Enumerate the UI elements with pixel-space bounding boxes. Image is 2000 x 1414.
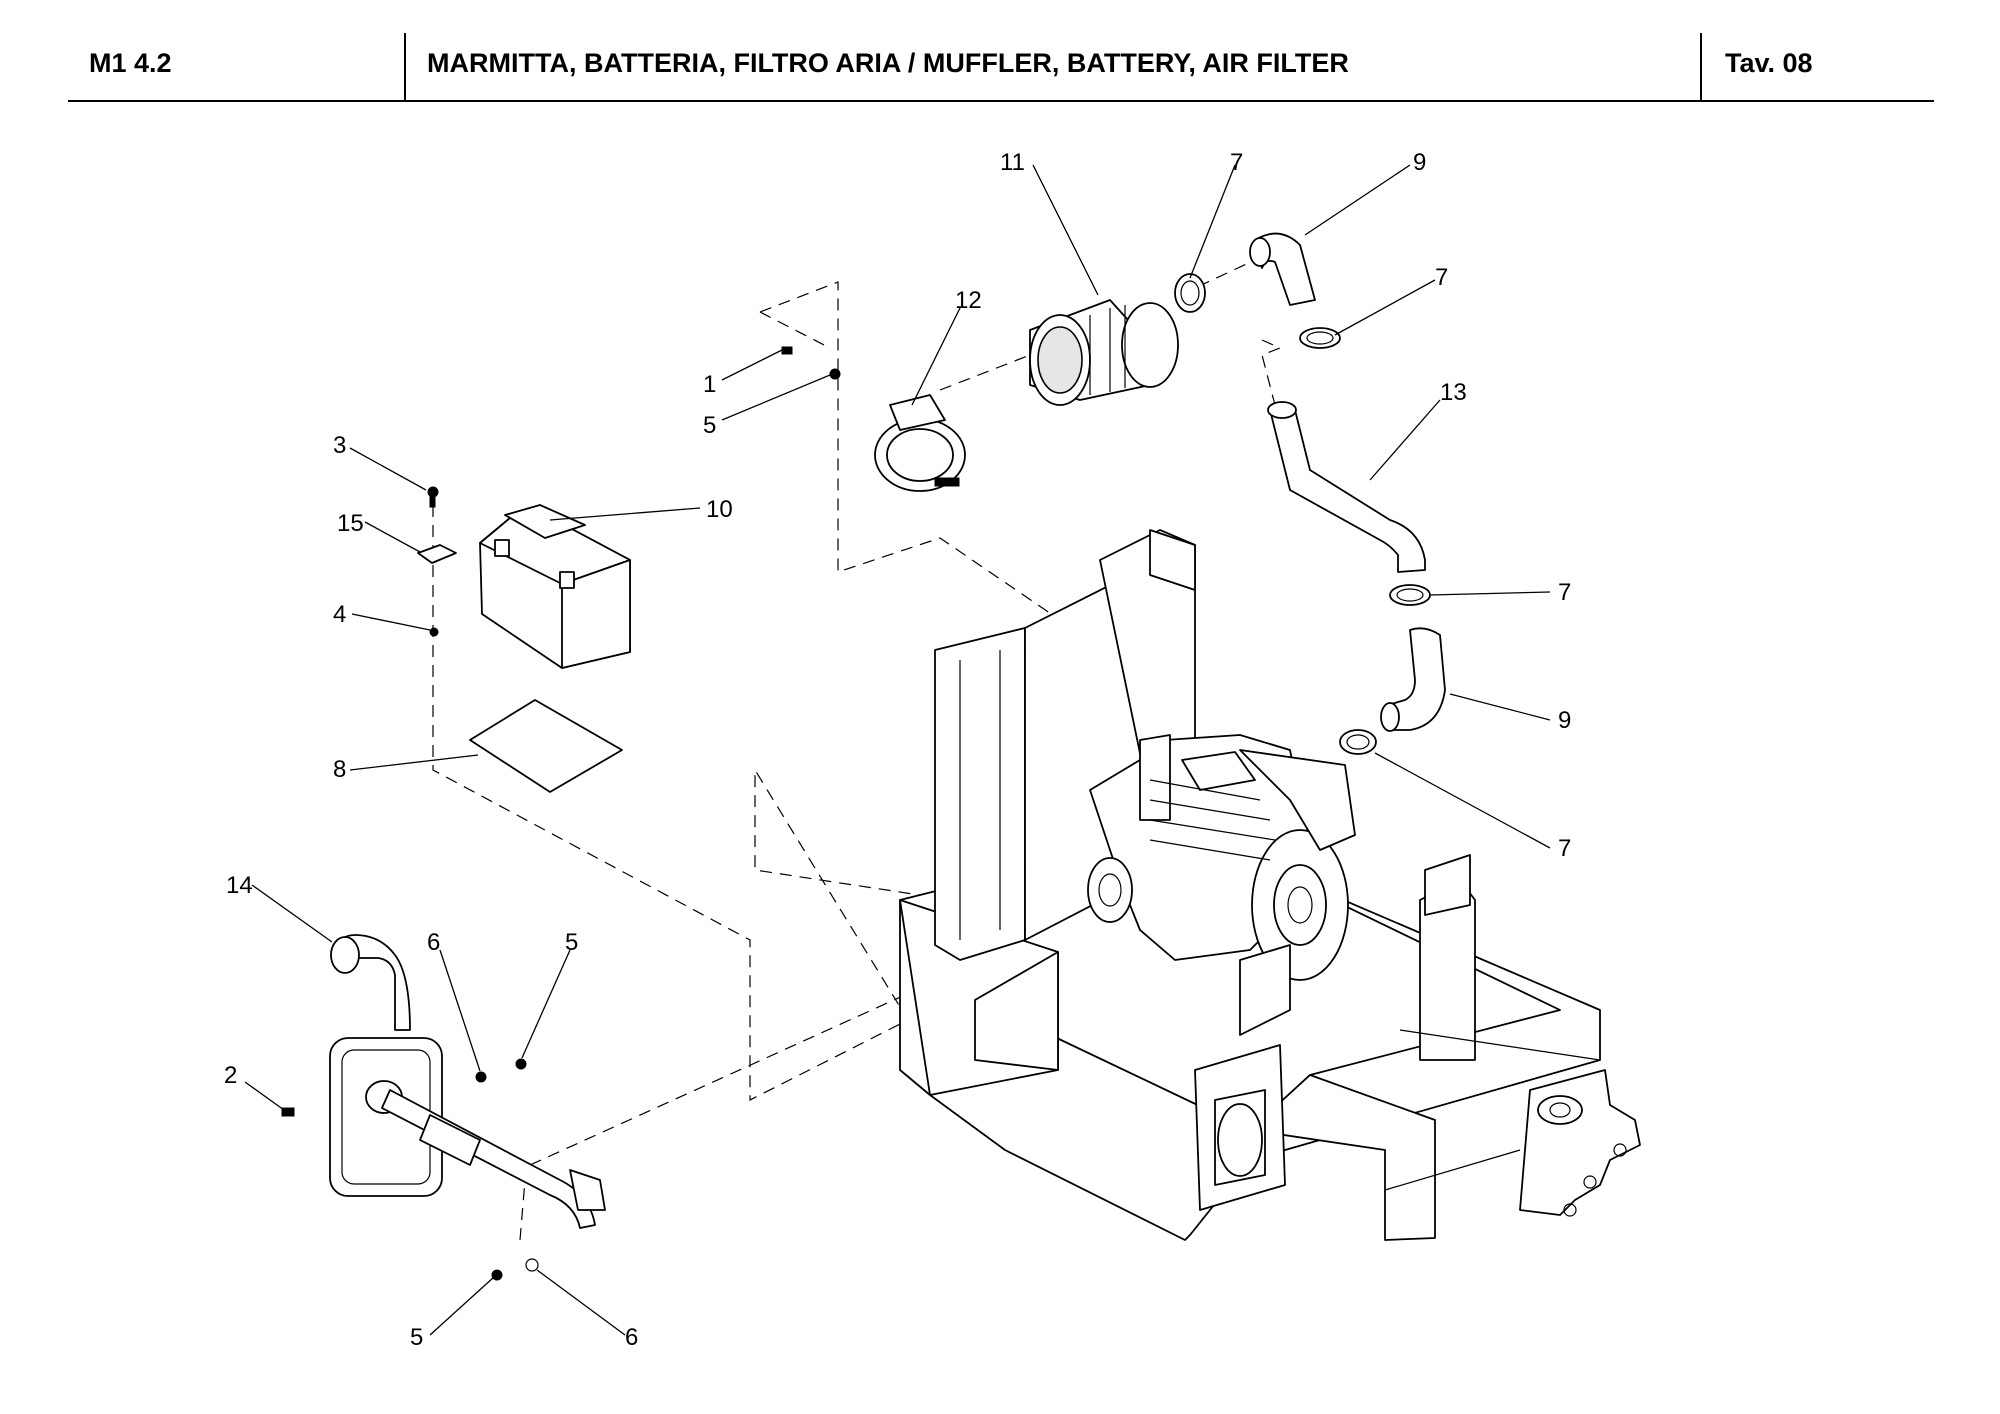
callout-8: 8 <box>333 756 346 783</box>
page-header: M1 4.2 MARMITTA, BATTERIA, FILTRO ARIA /… <box>0 0 2000 104</box>
intake-hose <box>1267 401 1426 573</box>
air-filter-bracket <box>781 346 966 492</box>
muffler <box>281 934 606 1281</box>
page-title: MARMITTA, BATTERIA, FILTRO ARIA / MUFFLE… <box>427 48 1349 78</box>
callout-7: 7 <box>1558 579 1571 606</box>
callout-12: 12 <box>955 287 982 314</box>
callout-6: 6 <box>427 929 440 956</box>
callout-9: 9 <box>1413 149 1426 176</box>
callout-15: 15 <box>337 510 364 537</box>
callout-7: 7 <box>1435 264 1448 291</box>
hose-clamps <box>1174 273 1431 755</box>
header-divider <box>1700 33 1702 100</box>
callout-3: 3 <box>333 432 346 459</box>
callout-14: 14 <box>226 872 253 899</box>
battery-clamp-hardware <box>417 486 457 637</box>
callout-7: 7 <box>1230 149 1243 176</box>
section-code: M1 4.2 <box>89 48 172 78</box>
callout-1: 1 <box>703 371 716 398</box>
callout-4: 4 <box>333 601 346 628</box>
callout-9: 9 <box>1558 707 1571 734</box>
callout-10: 10 <box>706 496 733 523</box>
battery <box>479 504 631 669</box>
leader-lines <box>244 164 1551 1336</box>
elbow-hose-lower <box>1380 627 1446 732</box>
machine-frame <box>899 529 1641 1241</box>
callout-numbers: 11 7 9 7 12 1 5 13 3 10 15 7 4 9 8 7 14 … <box>224 149 1571 1351</box>
header-rule <box>68 100 1934 102</box>
callout-11: 11 <box>1000 149 1025 176</box>
table-number: Tav. 08 <box>1725 48 1813 78</box>
callout-2: 2 <box>224 1062 237 1089</box>
air-filter <box>1029 299 1179 406</box>
callout-6: 6 <box>625 1324 638 1351</box>
elbow-hose-upper <box>1249 232 1316 306</box>
callout-13: 13 <box>1440 379 1467 406</box>
callout-5: 5 <box>703 412 716 439</box>
header-divider <box>404 33 406 100</box>
callout-5: 5 <box>410 1324 423 1351</box>
battery-mat <box>469 699 623 793</box>
callout-5: 5 <box>565 929 578 956</box>
callout-7: 7 <box>1558 835 1571 862</box>
